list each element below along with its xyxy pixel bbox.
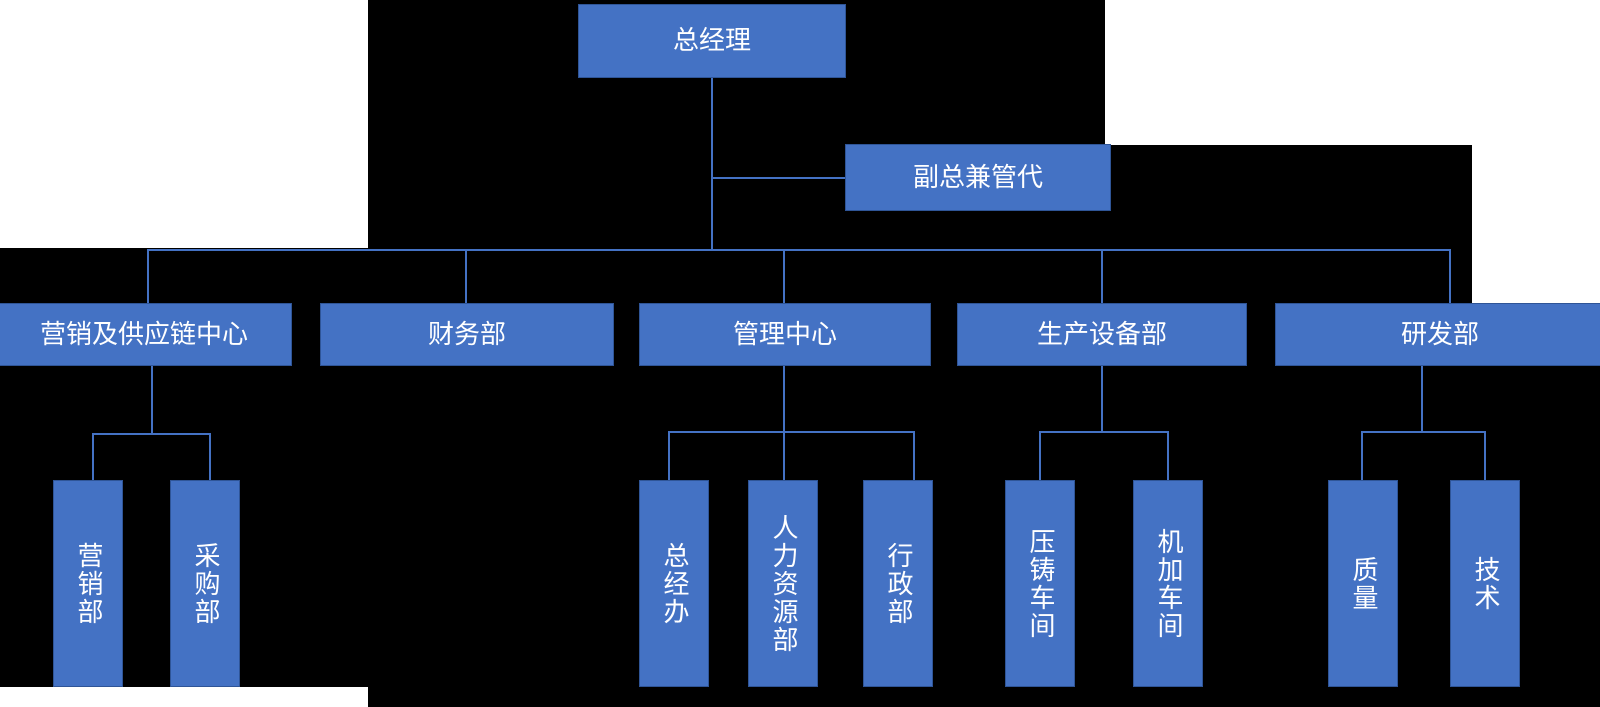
node-procurement-department[interactable]: 采购部 [170, 480, 240, 687]
node-vice-president[interactable]: 副总兼管代 [845, 144, 1111, 211]
connector-gm-vertical [711, 78, 713, 251]
background-patch-right [1472, 145, 1600, 303]
node-hr-department-label: 人力资源部 [768, 513, 799, 654]
connector-drop-mg2 [783, 431, 785, 480]
connector-gm-to-vp [711, 177, 845, 179]
connector-production-bar [1039, 431, 1169, 433]
node-rd-department[interactable]: 研发部 [1275, 303, 1600, 366]
connector-drop-mg3 [913, 431, 915, 480]
node-gm-office[interactable]: 总经办 [639, 480, 709, 687]
node-die-casting-workshop[interactable]: 压铸车间 [1005, 480, 1075, 687]
connector-marketing-bar [92, 433, 211, 435]
node-hr-department[interactable]: 人力资源部 [748, 480, 818, 687]
connector-drop-rd2 [1484, 431, 1486, 480]
connector-drop-rd1 [1361, 431, 1363, 480]
connector-level3-bus [147, 249, 1451, 251]
node-gm-office-label: 总经办 [659, 541, 690, 626]
node-marketing-department[interactable]: 营销部 [53, 480, 123, 687]
node-management-center[interactable]: 管理中心 [639, 303, 931, 366]
connector-drop-finance [465, 249, 467, 304]
connector-marketing-stem [151, 366, 153, 434]
node-procurement-department-label: 采购部 [190, 541, 221, 626]
background-patch-top-left [0, 0, 368, 248]
connector-rd-stem [1421, 366, 1423, 432]
node-administration-department[interactable]: 行政部 [863, 480, 933, 687]
connector-drop-production [1101, 249, 1103, 304]
connector-drop-mg1 [668, 431, 670, 480]
connector-drop-pd2 [1167, 431, 1169, 480]
node-machining-workshop-label: 机加车间 [1153, 527, 1184, 640]
node-marketing-supply-chain-center[interactable]: 营销及供应链中心 [0, 303, 292, 366]
connector-drop-management [783, 249, 785, 304]
connector-rd-bar [1361, 431, 1486, 433]
connector-drop-rd [1449, 249, 1451, 304]
node-general-manager[interactable]: 总经理 [578, 4, 846, 78]
connector-drop-mk1 [92, 433, 94, 480]
connector-management-bar [668, 431, 915, 433]
connector-drop-mk2 [209, 433, 211, 480]
node-administration-department-label: 行政部 [883, 541, 914, 626]
connector-drop-marketing [147, 249, 149, 304]
node-technology[interactable]: 技术 [1450, 480, 1520, 687]
node-machining-workshop[interactable]: 机加车间 [1133, 480, 1203, 687]
node-quality-label: 质量 [1348, 555, 1379, 612]
connector-drop-pd1 [1039, 431, 1041, 480]
connector-management-stem [783, 366, 785, 432]
node-marketing-department-label: 营销部 [73, 541, 104, 626]
node-production-equipment-department[interactable]: 生产设备部 [957, 303, 1247, 366]
background-patch-top-right [1105, 0, 1600, 145]
background-patch-bottom-left [0, 687, 368, 707]
node-finance-department[interactable]: 财务部 [320, 303, 614, 366]
connector-production-stem [1101, 366, 1103, 432]
node-quality[interactable]: 质量 [1328, 480, 1398, 687]
node-technology-label: 技术 [1470, 555, 1501, 612]
node-die-casting-workshop-label: 压铸车间 [1025, 527, 1056, 640]
